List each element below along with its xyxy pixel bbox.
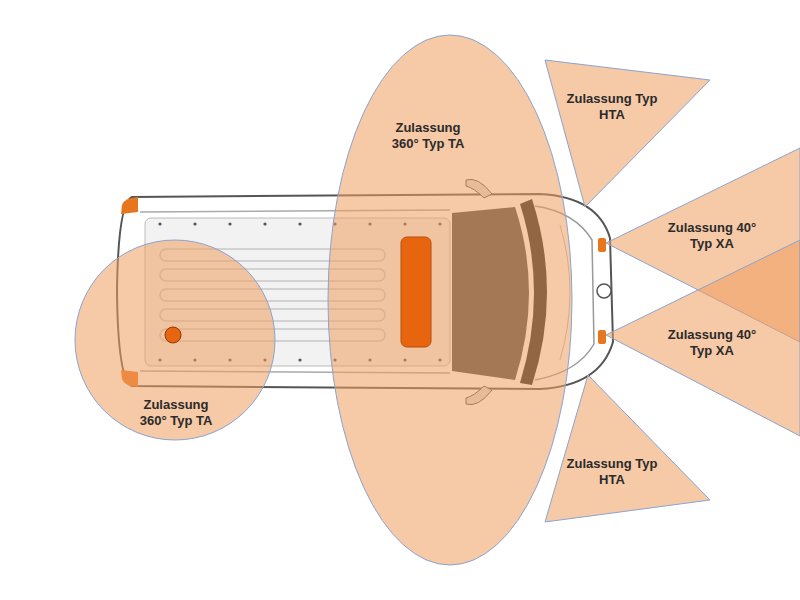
approval-label: Zulassung 360° Typ TA [130, 397, 222, 429]
light-bar [401, 237, 431, 347]
zone-hta-top [545, 60, 710, 207]
zone-360-rear [75, 240, 275, 440]
zone-label: Zulassung 360° Typ TA [380, 118, 476, 154]
zone-xa-bottom [606, 240, 800, 436]
approval-label: Zulassung 40° Typ XA [666, 220, 758, 252]
zone-hta-bottom [545, 375, 710, 522]
zone-label: Zulassung 40° Typ XA [664, 218, 760, 254]
zone-label: Zulassung Typ HTA [564, 89, 660, 125]
zone-label: Zulassung 40° Typ XA [664, 325, 760, 361]
approval-label: Zulassung Typ HTA [566, 91, 658, 123]
approval-label: Zulassung 360° Typ TA [382, 120, 474, 152]
zone-label: Zulassung Typ HTA [564, 454, 660, 490]
approval-label: Zulassung Typ HTA [566, 456, 658, 488]
zone-label: Zulassung 360° Typ TA [128, 395, 224, 431]
approval-label: Zulassung 40° Typ XA [666, 327, 758, 359]
beacon-light [165, 327, 181, 343]
approval-zones [75, 35, 800, 565]
zone-360-roof [328, 35, 572, 565]
